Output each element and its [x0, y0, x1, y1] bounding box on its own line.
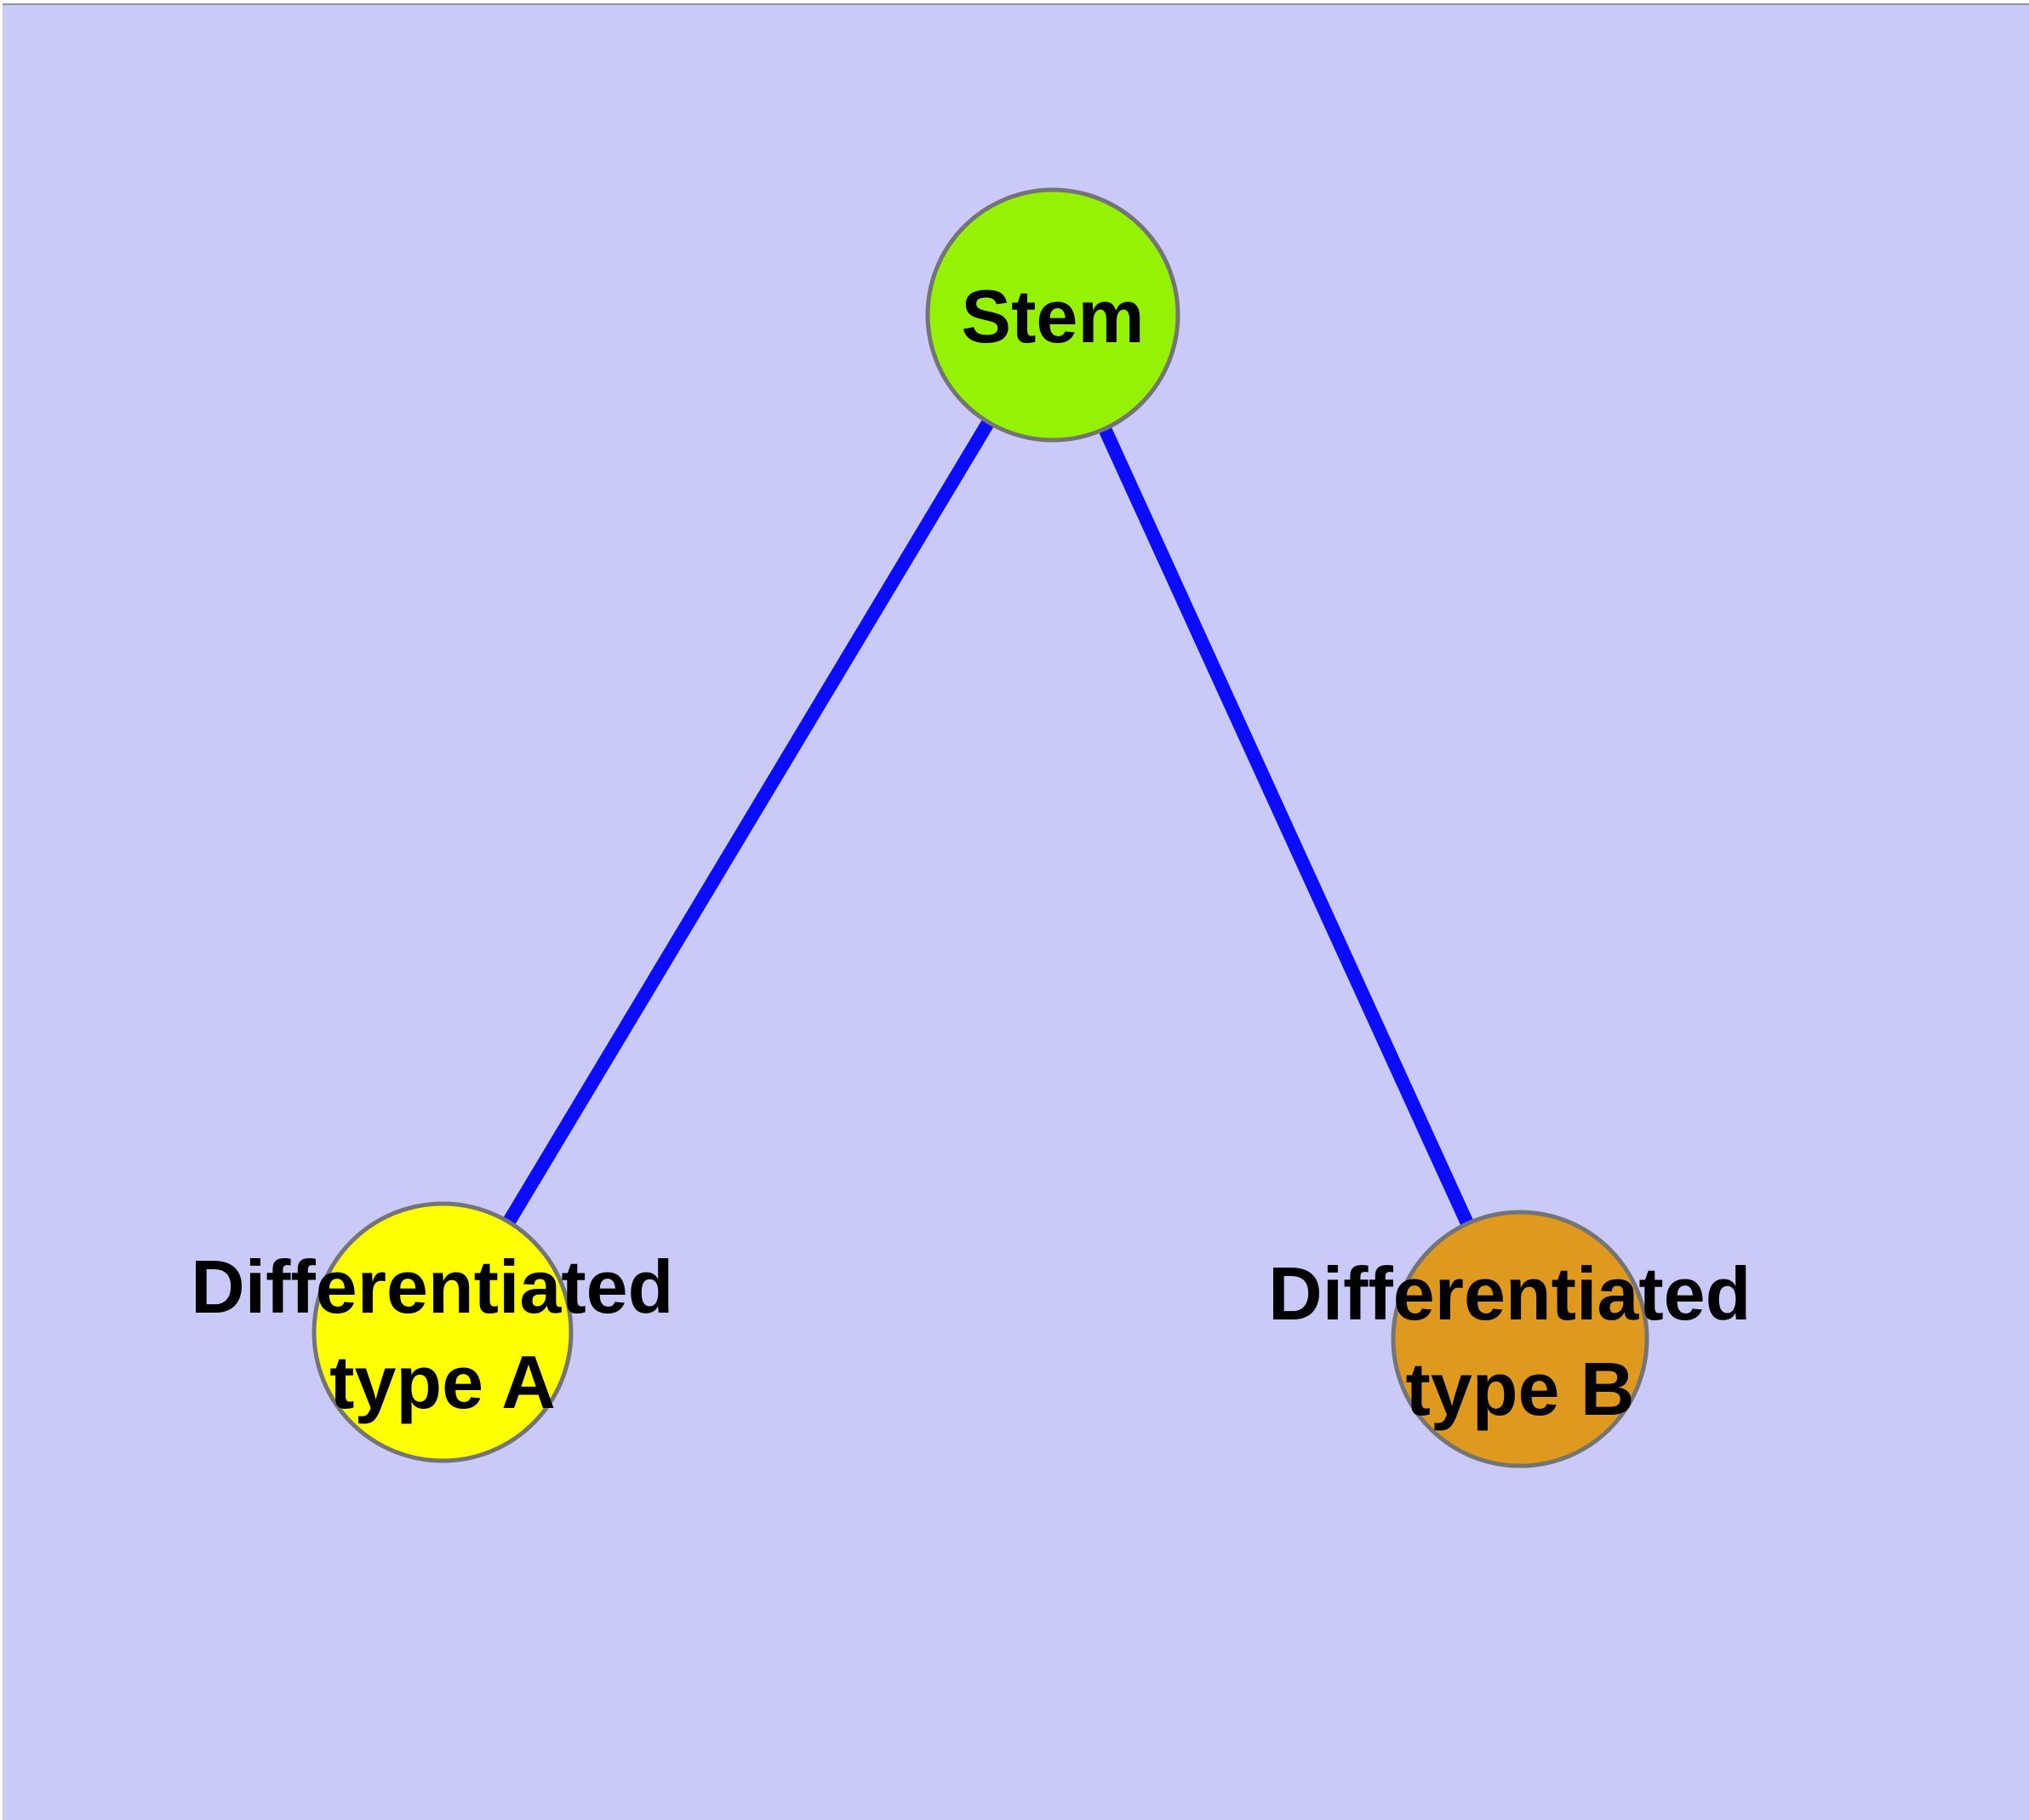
- node-differentiated-type-b-label-line1: Differentiated: [1268, 1251, 1751, 1336]
- node-differentiated-type-a-label-line2: type A: [329, 1340, 556, 1424]
- edge-stem-to-type-a: [437, 311, 1059, 1336]
- node-differentiated-type-a-label-line1: Differentiated: [191, 1245, 673, 1329]
- node-differentiated-type-b-label: Differentiated type B: [1268, 1251, 1772, 1431]
- node-stem-label: Stem: [961, 274, 1144, 358]
- node-differentiated-type-b-circle[interactable]: [1391, 1210, 1649, 1468]
- node-differentiated-type-a-circle[interactable]: [311, 1201, 574, 1463]
- node-stem-circle[interactable]: [925, 187, 1180, 443]
- node-differentiated-type-b-label-line2: type B: [1406, 1347, 1635, 1431]
- node-differentiated-type-a[interactable]: Differentiated type A: [191, 1201, 694, 1463]
- node-differentiated-type-a-label: Differentiated type A: [191, 1245, 694, 1424]
- node-differentiated-type-b[interactable]: Differentiated type B: [1268, 1210, 1772, 1468]
- window-edge-left: [0, 0, 3, 1820]
- window-edge-top: [0, 0, 2029, 3]
- edge-stem-to-type-b: [1046, 312, 1527, 1342]
- window-edge-top-line: [0, 3, 2029, 5]
- node-stem[interactable]: Stem: [925, 187, 1180, 443]
